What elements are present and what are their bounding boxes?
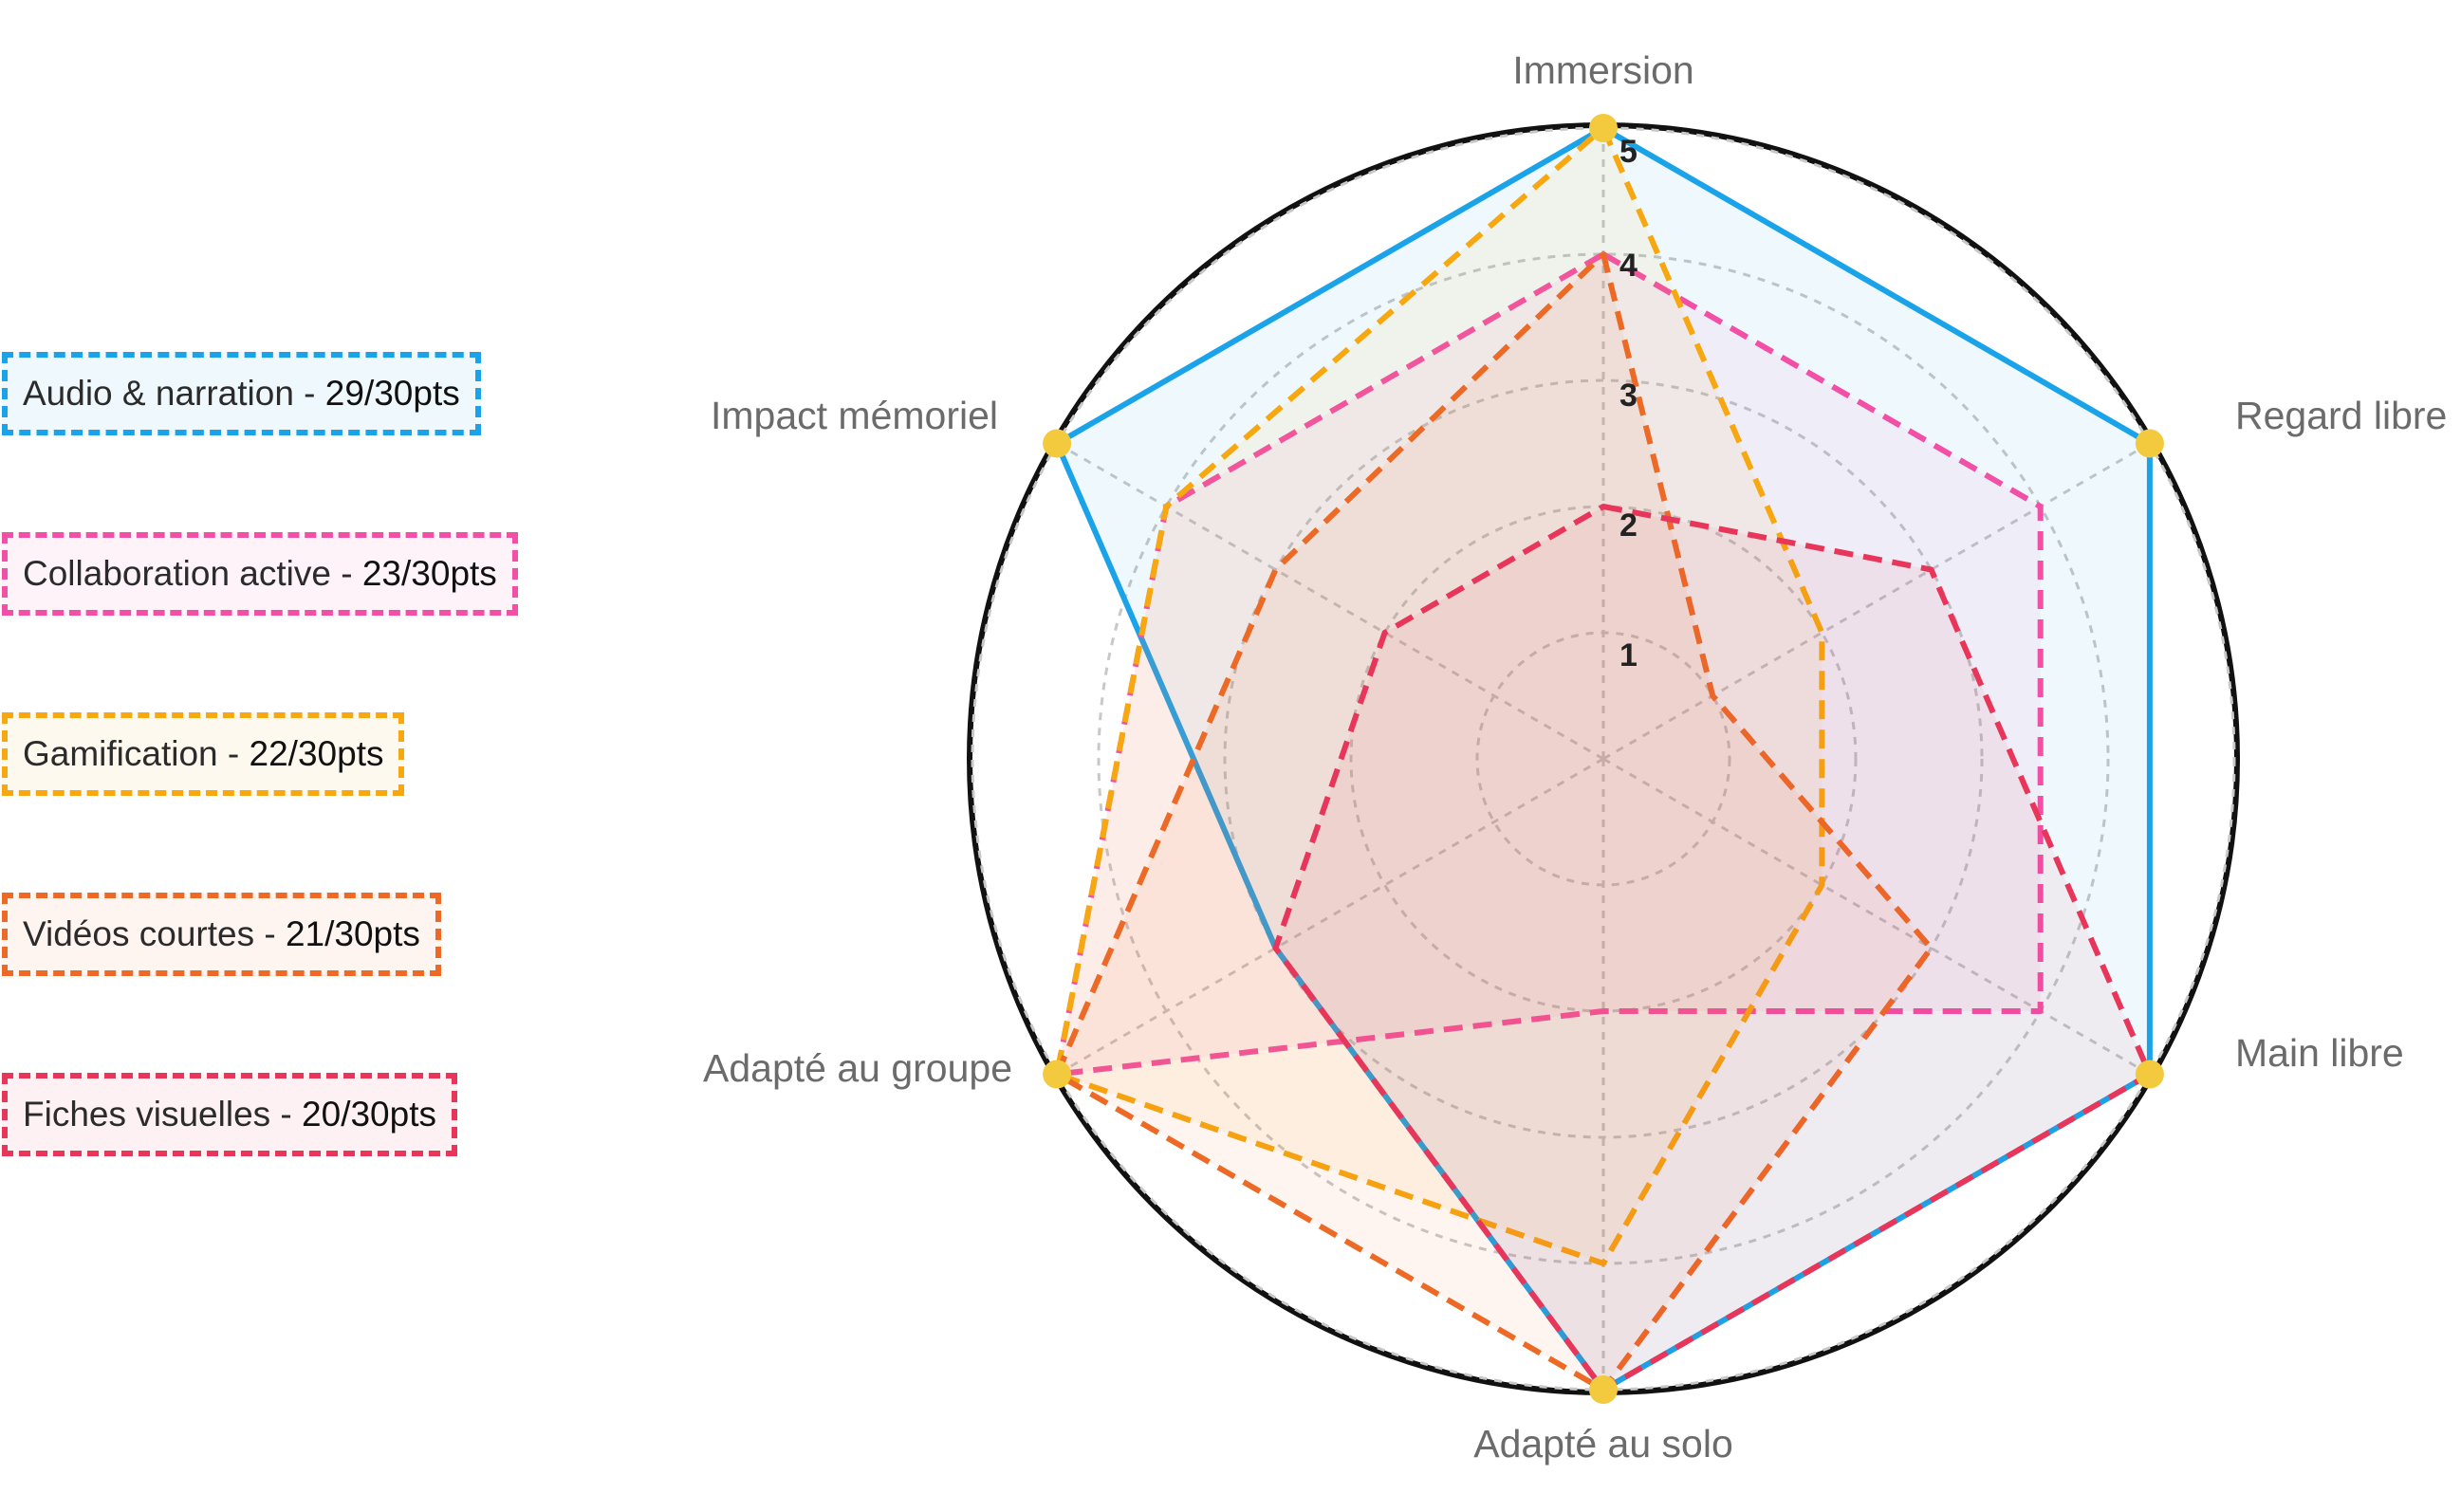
axis-markers: [1043, 114, 2164, 1404]
legend-label: Collaboration active: [23, 554, 331, 593]
legend-score: 29/30pts: [324, 374, 460, 413]
legend-item-gamification[interactable]: Gamification - 22/30pts: [2, 712, 405, 796]
axis-max-marker: [1589, 114, 1618, 142]
axis-label-main-libre: Main libre: [2235, 1031, 2404, 1075]
legend-label: Gamification: [23, 734, 218, 773]
legend-item-fiches-visuelles[interactable]: Fiches visuelles - 20/30pts: [2, 1073, 457, 1156]
axis-label-immersion: Immersion: [1512, 48, 1693, 92]
legend-label: Vidéos courtes: [23, 914, 255, 953]
tick-label: 5: [1619, 134, 1638, 170]
legend-score: 20/30pts: [302, 1095, 436, 1134]
legend-score: 21/30pts: [285, 914, 420, 953]
tick-label: 1: [1619, 637, 1638, 673]
legend-score: 23/30pts: [361, 554, 497, 593]
axis-max-marker: [2135, 1060, 2164, 1089]
legend-item-collaboration-active[interactable]: Collaboration active - 23/30pts: [2, 532, 518, 616]
grid-ring: [1223, 378, 1984, 1139]
series-area: [1054, 125, 1825, 1266]
axis-max-marker: [2135, 429, 2164, 458]
axis-label-regard-libre: Regard libre: [2235, 394, 2447, 437]
axis-label-adapte-au-groupe: Adapté au groupe: [703, 1046, 1012, 1090]
legend-item-audio-narration[interactable]: Audio & narration - 29/30pts: [2, 352, 481, 435]
legend-label: Fiches visuelles: [23, 1095, 271, 1134]
legend-label: Audio & narration: [23, 374, 294, 413]
axis-label-impact-memoriel: Impact mémoriel: [711, 394, 998, 437]
axis-max-marker: [1043, 429, 1072, 458]
legend-item-videos-courtes[interactable]: Vidéos courtes - 21/30pts: [2, 893, 441, 976]
legend-score: 22/30pts: [249, 734, 384, 773]
series-layer: [1054, 125, 2153, 1392]
tick-label: 4: [1619, 248, 1638, 284]
axis-max-marker: [1043, 1060, 1072, 1089]
legend: Audio & narration - 29/30pts Collaborati…: [0, 0, 588, 1512]
tick-label: 3: [1619, 378, 1638, 414]
axis-label-adapte-au-solo: Adapté au solo: [1473, 1422, 1733, 1466]
tick-label: 2: [1619, 507, 1638, 544]
axis-max-marker: [1589, 1375, 1618, 1404]
